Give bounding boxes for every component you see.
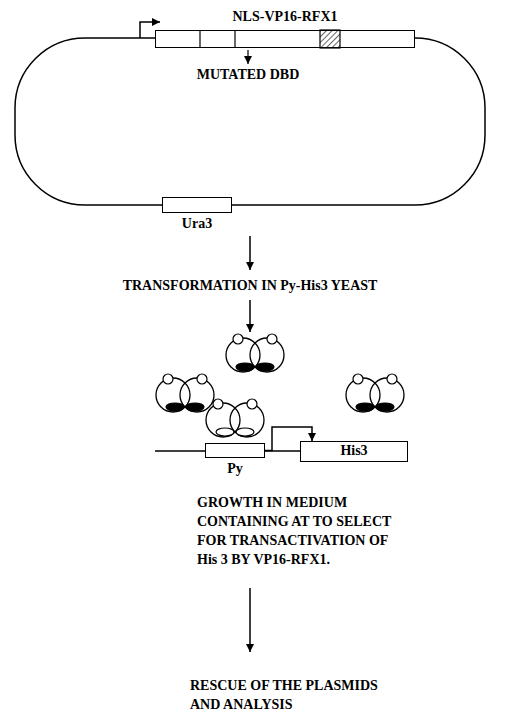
activation-domain xyxy=(197,374,207,384)
dna-binding-domain xyxy=(216,428,234,436)
activation-domain xyxy=(247,399,257,409)
dna-binding-domain xyxy=(236,363,254,371)
flow-arrow xyxy=(249,588,251,652)
leader-arrow xyxy=(247,50,248,64)
monomer xyxy=(250,338,284,372)
part-label: Ura3 xyxy=(182,214,212,233)
dimer xyxy=(346,374,404,412)
dna-binding-domain xyxy=(236,428,254,436)
activation-domain xyxy=(163,374,173,384)
plasmid-outline xyxy=(15,38,485,205)
dna-binding-domain xyxy=(166,403,184,411)
promoter-box: Py xyxy=(205,443,265,458)
box-label: His3 xyxy=(301,442,407,460)
dimer xyxy=(156,374,214,412)
flow-arrow xyxy=(249,236,251,270)
part-label: NLS-VP16-RFX1 xyxy=(233,7,338,26)
activation-domain xyxy=(267,334,277,344)
activation-domain xyxy=(353,374,363,384)
part-label: Py xyxy=(227,459,243,478)
flow-arrow xyxy=(249,300,251,332)
gene-box: Ura3 xyxy=(162,197,232,213)
dimer xyxy=(206,399,264,437)
annotation: MUTATED DBD xyxy=(148,65,348,84)
dna-binding-domain xyxy=(186,403,204,411)
activation-domain xyxy=(233,334,243,344)
dna-binding-domain xyxy=(356,403,374,411)
monomer xyxy=(180,378,214,412)
dimer-group xyxy=(156,334,404,437)
segment-divider xyxy=(199,30,200,48)
activation-domain xyxy=(387,374,397,384)
dna-binding-domain xyxy=(256,363,274,371)
step-label: RESCUE OF THE PLASMIDS AND ANALYSIS xyxy=(190,676,400,714)
step-label: GROWTH IN MEDIUM CONTAINING AT TO SELECT… xyxy=(197,493,407,569)
dna-binding-domain xyxy=(376,403,394,411)
segment-divider xyxy=(234,30,235,48)
dimer xyxy=(226,334,284,372)
monomer xyxy=(230,403,264,437)
monomer xyxy=(370,378,404,412)
gene-box-ground xyxy=(155,30,415,48)
gene-box: NLS-VP16-RFX1 xyxy=(155,30,415,48)
activation-domain xyxy=(213,399,223,409)
gene-box: His3 xyxy=(300,441,408,462)
step-label: TRANSFORMATION IN Py-His3 YEAST xyxy=(40,276,460,295)
mutated-segment xyxy=(320,30,340,48)
